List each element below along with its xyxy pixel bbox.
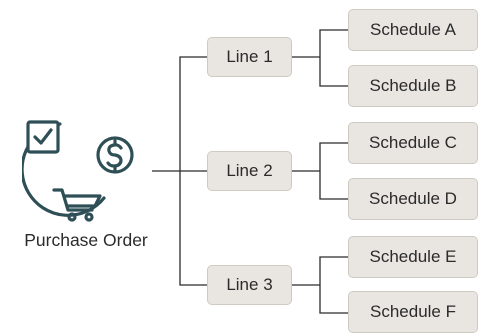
purchase-order-icon [22,120,134,222]
purchase-order-label: Purchase Order [24,230,148,250]
line-1-node: Line 1 [207,37,292,77]
schedule-f-node: Schedule F [348,291,478,333]
line-3-node: Line 3 [207,265,292,305]
schedule-c-node: Schedule C [348,122,478,164]
line-2-node: Line 2 [207,151,292,191]
schedule-e-node: Schedule E [348,236,478,278]
schedule-d-node: Schedule D [348,178,478,220]
schedule-b-node: Schedule B [348,65,478,107]
schedule-a-node: Schedule A [348,9,478,51]
